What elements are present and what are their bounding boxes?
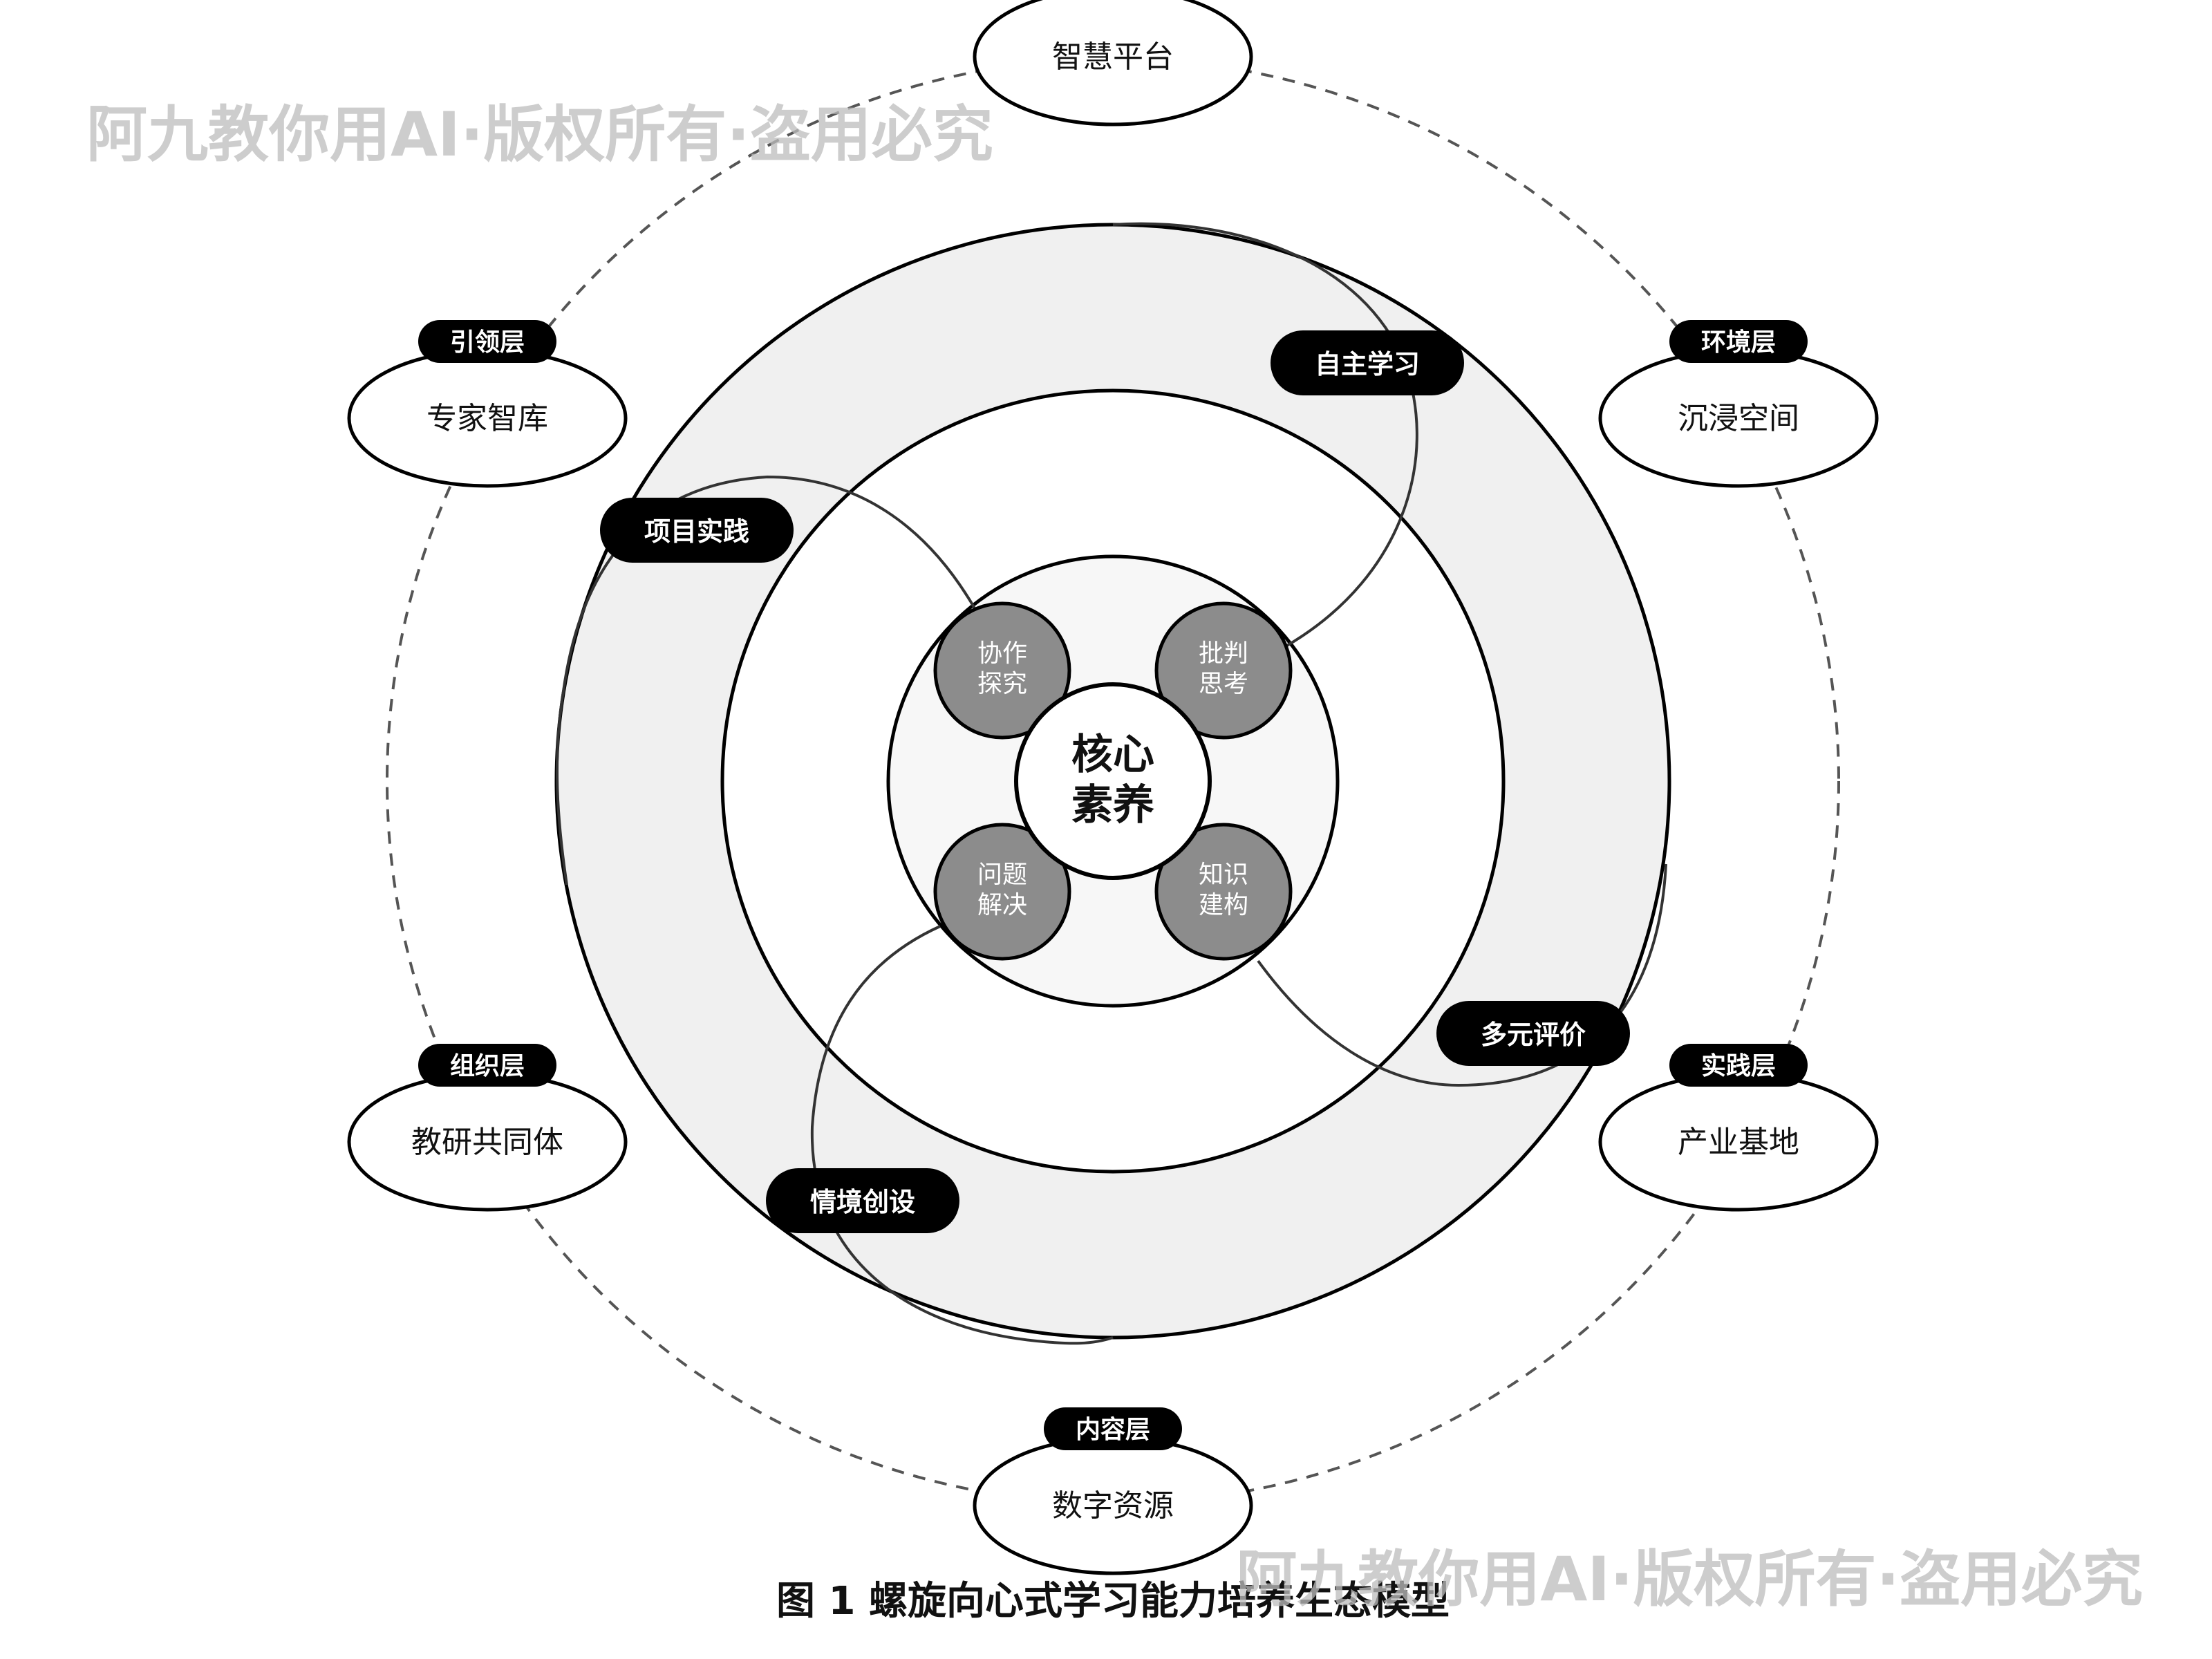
- node-bottom-right-label: 产业基地: [1678, 1125, 1799, 1160]
- pill-multi-evaluation-label: 多元评价: [1481, 1020, 1586, 1050]
- node-top-left: 引领层 专家智库: [347, 320, 628, 488]
- petal-problem-line1: 问题: [977, 861, 1027, 889]
- node-bottom-left: 组织层 教研共同体: [347, 1044, 628, 1212]
- spiral-curve-bottom-right: [1257, 863, 1667, 1087]
- petal-critical-line2: 思考: [1199, 670, 1248, 698]
- node-bottom-label: 数字资源: [1052, 1488, 1174, 1524]
- petal-collab-line1: 协作: [977, 639, 1027, 668]
- pill-situation-creation-label: 情境创设: [810, 1187, 915, 1217]
- pill-situation-creation: 情境创设: [766, 1168, 959, 1233]
- pill-multi-evaluation: 多元评价: [1436, 1001, 1630, 1066]
- pill-self-learning-label: 自主学习: [1315, 349, 1420, 379]
- node-top-left-tag: 引领层: [450, 328, 525, 357]
- petal-knowledge-line2: 建构: [1199, 891, 1248, 919]
- node-bottom-right-tag: 实践层: [1701, 1052, 1776, 1080]
- watermark-top: 阿九教你用AI·版权所有·盗用必究: [86, 99, 993, 170]
- petal-collab-line2: 探究: [977, 670, 1027, 698]
- node-bottom-left-label: 教研共同体: [411, 1125, 563, 1160]
- petal-critical-line1: 批判: [1199, 639, 1248, 668]
- node-top-left-label: 专家智库: [427, 401, 548, 436]
- core-line1: 核心: [1071, 731, 1154, 779]
- petal-problem: 问题 解决: [933, 823, 1071, 961]
- node-bottom: 内容层 数字资源: [973, 1407, 1253, 1575]
- node-top-right-tag: 环境层: [1701, 328, 1776, 357]
- node-top-right: 环境层 沉浸空间: [1598, 320, 1879, 488]
- pill-project-practice-label: 项目实践: [644, 516, 749, 547]
- pill-self-learning: 自主学习: [1271, 330, 1464, 395]
- node-bottom-tag: 内容层: [1076, 1416, 1150, 1444]
- core-line2: 素养: [1071, 781, 1154, 830]
- core-circle: 核心 素养: [1014, 682, 1212, 880]
- petal-knowledge-line1: 知识: [1199, 861, 1248, 889]
- petal-critical: 批判 思考: [1154, 601, 1293, 740]
- node-top: 智慧平台: [973, 0, 1253, 126]
- node-bottom-right: 实践层 产业基地: [1598, 1044, 1879, 1212]
- petal-knowledge: 知识 建构: [1154, 823, 1293, 961]
- watermark-bottom: 阿九教你用AI·版权所有·盗用必究: [1236, 1544, 2143, 1615]
- pill-project-practice: 项目实践: [600, 498, 794, 563]
- petal-problem-line2: 解决: [977, 891, 1027, 919]
- node-top-right-label: 沉浸空间: [1678, 401, 1799, 436]
- node-top-label: 智慧平台: [1052, 39, 1174, 75]
- petal-collab: 协作 探究: [933, 601, 1071, 740]
- figure-caption: 图 1 螺旋向心式学习能力培养生态模型: [776, 1579, 1450, 1624]
- node-bottom-left-tag: 组织层: [450, 1052, 525, 1080]
